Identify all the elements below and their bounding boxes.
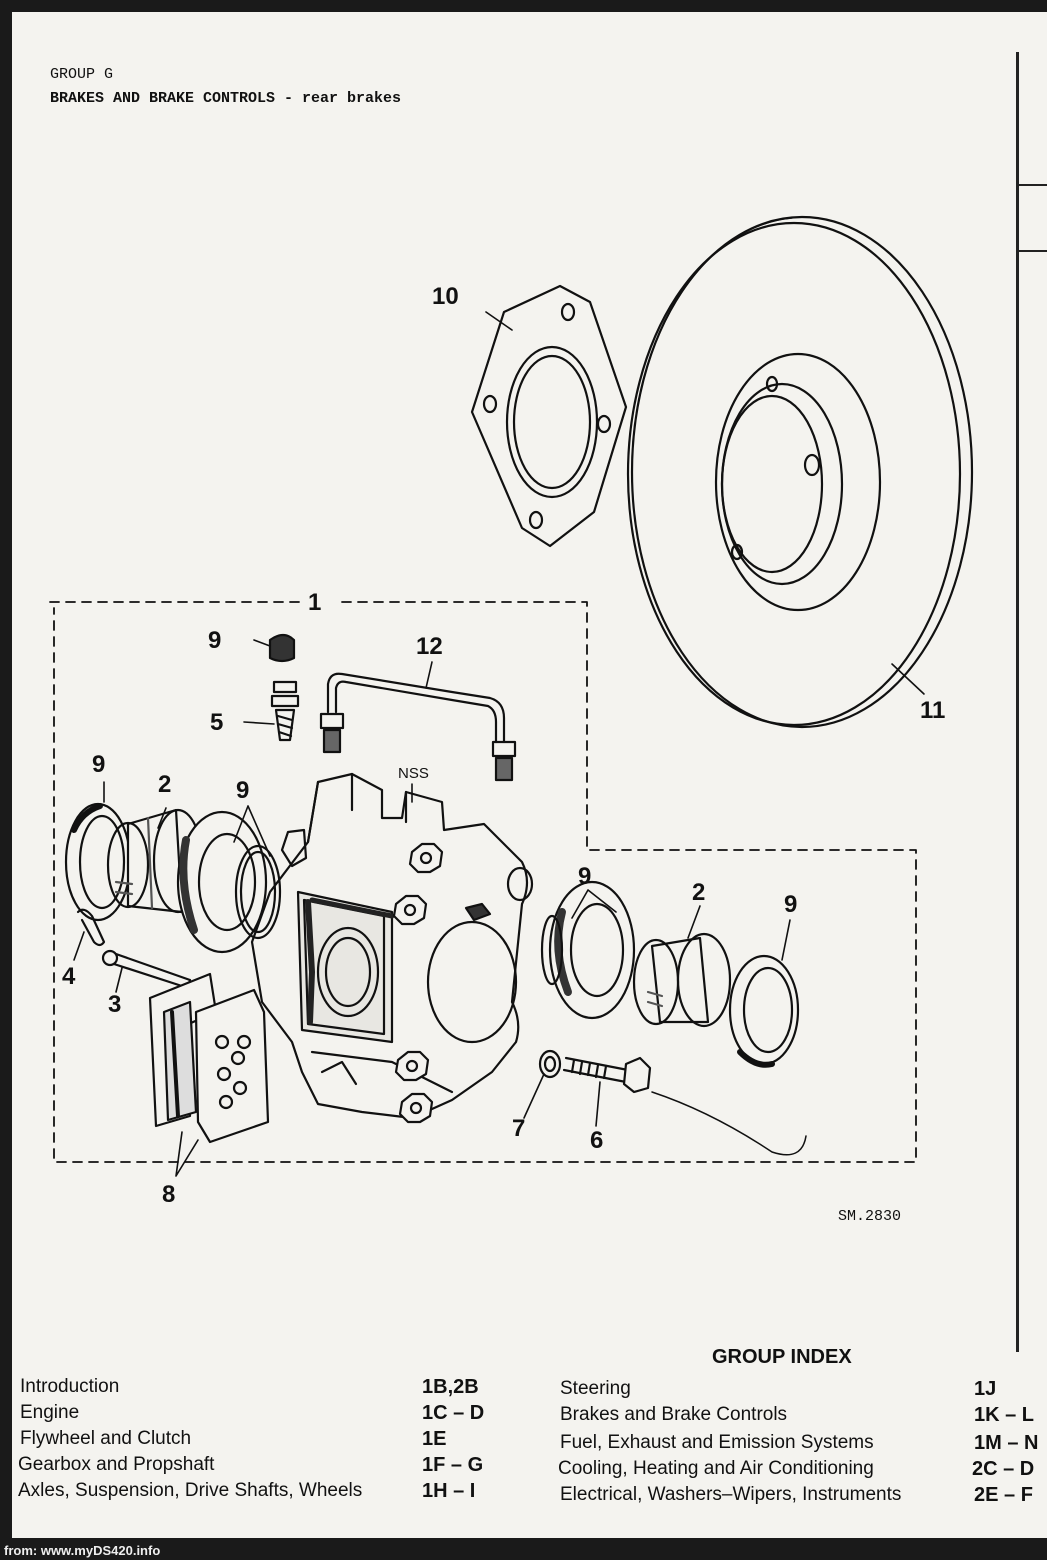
source-watermark: from: www.myDS420.info	[4, 1543, 161, 1558]
manual-page: GROUP G BRAKES AND BRAKE CONTROLS - rear…	[12, 12, 1047, 1538]
brake-pad-outer	[194, 988, 270, 1144]
callout-9: 9	[208, 627, 221, 654]
callout-3: 3	[108, 991, 121, 1018]
drawing-reference-code: SM.2830	[838, 1208, 902, 1225]
callout-5: 5	[210, 709, 223, 736]
dust-boot-right	[540, 880, 636, 1020]
index-entry-code: 1J	[974, 1378, 997, 1400]
piston-seal-ring-left	[234, 844, 282, 940]
callout-12: 12	[416, 633, 443, 660]
callout-7: 7	[512, 1115, 525, 1142]
callout-10: 10	[432, 283, 459, 310]
bridge-pipe	[319, 672, 517, 782]
group-index-title: GROUP INDEX	[712, 1346, 852, 1368]
callout-9: 9	[92, 751, 105, 778]
index-entry-code: 1F – G	[422, 1454, 484, 1476]
index-entry-label: Cooling, Heating and Air Conditioning	[558, 1458, 874, 1479]
bleed-screw	[270, 680, 300, 742]
callout-6: 6	[590, 1127, 603, 1154]
index-entry-code: 1C – D	[422, 1402, 485, 1424]
callout-4: 4	[62, 963, 76, 990]
index-entry-label: Electrical, Washers–Wipers, Instruments	[560, 1484, 902, 1505]
caliper-mounting-bolt	[562, 1056, 807, 1156]
callout-2: 2	[692, 879, 705, 906]
section-title: BRAKES AND BRAKE CONTROLS - rear brakes	[50, 90, 402, 107]
leader-lines	[73, 311, 925, 1177]
callout-11: 11	[920, 697, 945, 724]
piston-seal-right	[728, 954, 800, 1068]
callout-9: 9	[784, 891, 797, 918]
index-entry-code: 1H – I	[422, 1480, 476, 1502]
lock-washer	[538, 1049, 562, 1079]
index-entry-label: Fuel, Exhaust and Emission Systems	[560, 1432, 874, 1453]
index-entry-label: Gearbox and Propshaft	[18, 1454, 215, 1475]
edge-tick	[1016, 250, 1047, 252]
callout-2: 2	[158, 771, 171, 798]
callout-8: 8	[162, 1181, 175, 1208]
index-entry-code: 1E	[422, 1428, 447, 1450]
piston-left	[106, 808, 204, 914]
index-entry-label: Steering	[560, 1378, 631, 1399]
index-entry-code: 2E – F	[974, 1484, 1033, 1506]
retaining-clip	[76, 908, 106, 947]
index-entry-label: Engine	[20, 1402, 80, 1423]
brake-disc	[626, 215, 974, 729]
callout-9: 9	[578, 863, 591, 890]
nss-note: NSS	[398, 765, 429, 782]
index-entry-code: 1K – L	[974, 1404, 1035, 1426]
index-entry-label: Brakes and Brake Controls	[560, 1404, 788, 1425]
bleed-screw-cap	[268, 633, 296, 663]
index-entry-label: Flywheel and Clutch	[20, 1428, 192, 1449]
page-edge-rule	[1016, 52, 1019, 1352]
splash-plate	[470, 284, 628, 548]
index-entry-label: Axles, Suspension, Drive Shafts, Wheels	[18, 1480, 363, 1501]
index-entry-code: 2C – D	[972, 1458, 1035, 1480]
exploded-brake-diagram: 1 2 2 3 4 5 6 7 8 9 9 9 9 9 9 10 11 12 N…	[49, 215, 974, 1208]
group-label: GROUP G	[50, 66, 114, 83]
caliper-body	[250, 772, 534, 1124]
piston-right	[632, 932, 732, 1028]
edge-tick	[1016, 184, 1047, 186]
index-entry-code: 1M – N	[974, 1432, 1039, 1454]
callout-9: 9	[236, 777, 249, 804]
caliper-assembly-boundary	[49, 601, 917, 1163]
pad-retaining-pin	[101, 949, 192, 990]
index-entry-label: Introduction	[20, 1376, 120, 1397]
index-entry-code: 1B,2B	[422, 1376, 479, 1398]
callout-labels: 1 2 2 3 4 5 6 7 8 9 9 9 9 9 9 10 11 12 N…	[62, 283, 945, 1208]
callout-1: 1	[308, 589, 321, 616]
